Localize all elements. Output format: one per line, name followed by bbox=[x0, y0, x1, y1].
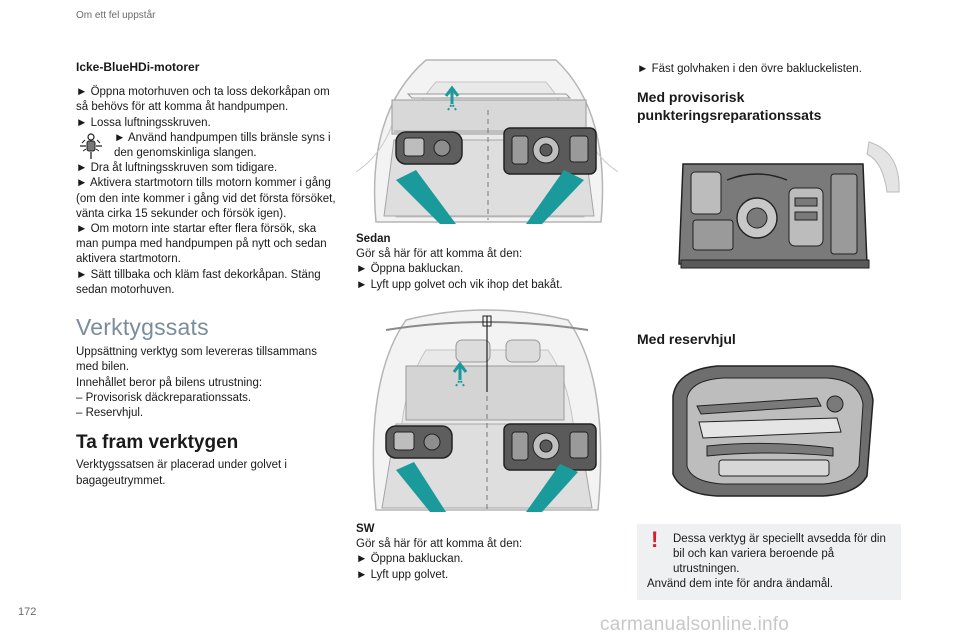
caption-label-sw: SW bbox=[356, 523, 375, 535]
warning-text: Använd dem inte för andra ändamål. bbox=[647, 578, 834, 590]
warning-note: ! Dessa verktyg är speciellt avsedda för… bbox=[637, 524, 901, 600]
paragraph: ► Fäst golvhaken i den övre bakluckelist… bbox=[637, 63, 862, 75]
section-title-access-tools: Ta fram verktygen bbox=[76, 432, 239, 454]
heading-temp-puncture-kit: Med provisorisk punkteringsreparationssa… bbox=[637, 89, 822, 123]
running-header: Om ett fel uppstår bbox=[76, 10, 156, 21]
caption-line: Gör så här för att komma åt den: bbox=[356, 538, 523, 551]
paragraph: ► Aktivera startmotorn tills motorn komm… bbox=[76, 177, 336, 220]
section-title-tool-kit: Verktygssats bbox=[76, 314, 209, 341]
caption-line: ► Lyft upp golvet och vik ihop det bakåt… bbox=[356, 278, 563, 291]
paragraph: ► Om motorn inte startar efter flera för… bbox=[76, 223, 327, 266]
illustration-sedan-boot bbox=[356, 52, 618, 226]
pump-instruction: ► Använd handpumpen tills bränsle syns i… bbox=[76, 131, 338, 161]
paragraph: ► Dra åt luftningsskruven som tidigare. bbox=[76, 162, 278, 175]
paragraph: Innehållet beror på bilens utrustning: bbox=[76, 376, 263, 389]
paragraph: ► Lossa luftningsskruven. bbox=[76, 116, 211, 129]
list-item: – Reservhjul. bbox=[76, 407, 144, 420]
illustration-spare-wheel-tools bbox=[637, 356, 901, 502]
paragraph: ► Öppna motorhuven och ta loss dekorkåpa… bbox=[76, 86, 330, 114]
caption-line: ► Öppna bakluckan. bbox=[356, 263, 464, 276]
paragraph: Uppsättning verktyg som levereras tillsa… bbox=[76, 346, 317, 374]
section-heading-non-bluehdi: Icke-BlueHDi-motorer bbox=[76, 60, 200, 74]
paragraph: Verktygssatsen är placerad under golvet … bbox=[76, 459, 287, 487]
list-item: – Provisorisk däckreparationssats. bbox=[76, 391, 252, 404]
heading-spare-wheel: Med reservhjul bbox=[637, 331, 736, 347]
caption-line: ► Öppna bakluckan. bbox=[356, 553, 464, 566]
caption-line: ► Lyft upp golvet. bbox=[356, 568, 449, 581]
column-left: Icke-BlueHDi-motorer ► Öppna motorhuven … bbox=[76, 60, 338, 489]
watermark: carmanualsonline.info bbox=[600, 614, 790, 635]
warning-icon: ! bbox=[651, 527, 659, 552]
hand-pump-icon bbox=[80, 133, 102, 159]
paragraph: ► Använd handpumpen tills bränsle syns i… bbox=[114, 131, 331, 160]
illustration-sw-boot bbox=[356, 300, 618, 512]
caption-sedan: Sedan Gör så här för att komma åt den: ►… bbox=[356, 232, 618, 293]
caption-sw: SW Gör så här för att komma åt den: ► Öp… bbox=[356, 522, 618, 583]
warning-text: Dessa verktyg är speciellt avsedda för d… bbox=[673, 533, 886, 575]
caption-line: Gör så här för att komma åt den: bbox=[356, 248, 523, 261]
illustration-puncture-kit bbox=[637, 132, 901, 308]
caption-label-sedan: Sedan bbox=[356, 233, 391, 245]
page-number: 172 bbox=[18, 606, 37, 618]
column-right-top: ► Fäst golvhaken i den övre bakluckelist… bbox=[637, 62, 901, 77]
paragraph: ► Sätt tillbaka och kläm fast dekorkåpan… bbox=[76, 268, 321, 296]
